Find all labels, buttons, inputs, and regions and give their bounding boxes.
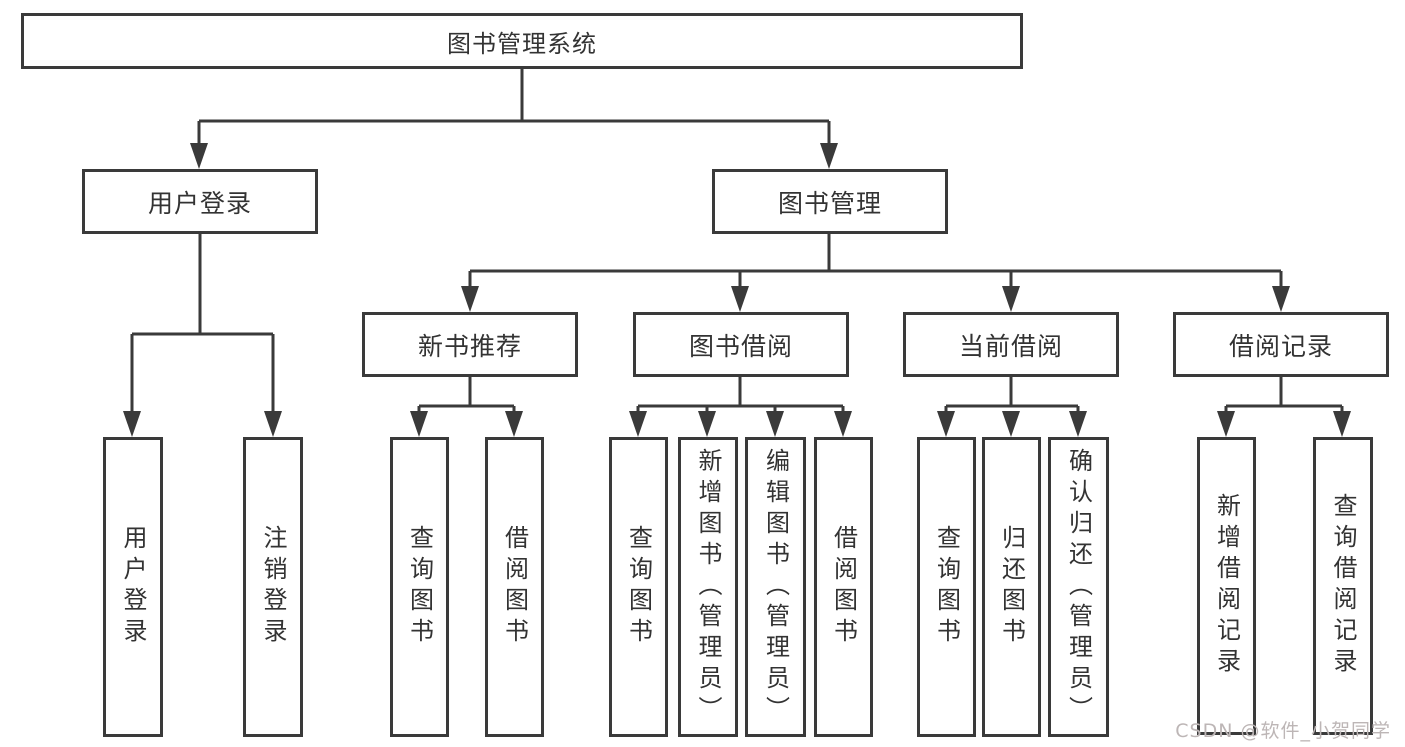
node-label: 查询图书 — [932, 525, 961, 649]
node-label: 编辑图书（管理员） — [761, 447, 790, 727]
node-label: 查询图书 — [405, 525, 434, 649]
leaf-query-borrow-record: 查询借阅记录 — [1313, 437, 1373, 735]
leaf-borrow-books-recommend: 借阅图书 — [485, 437, 544, 737]
leaf-query-books-borrowing: 查询图书 — [609, 437, 668, 737]
node-label: 用户登录 — [119, 525, 147, 649]
leaf-add-borrow-record: 新增借阅记录 — [1197, 437, 1256, 735]
leaf-logout: 注销登录 — [243, 437, 303, 737]
leaf-query-books-current: 查询图书 — [917, 437, 976, 737]
arrowheads — [123, 143, 1351, 437]
node-book-management: 图书管理 — [712, 169, 948, 234]
leaf-add-books-admin: 新增图书（管理员） — [678, 437, 738, 737]
node-label: 图书借阅 — [688, 331, 793, 361]
node-label: 借阅图书 — [829, 525, 858, 649]
leaf-user-login: 用户登录 — [103, 437, 163, 737]
leaf-query-books-recommend: 查询图书 — [390, 437, 449, 737]
leaf-edit-books-admin: 编辑图书（管理员） — [745, 437, 806, 737]
node-label: 借阅记录 — [1228, 331, 1333, 361]
node-current-borrowing: 当前借阅 — [903, 312, 1119, 377]
node-label: 归还图书 — [997, 525, 1026, 649]
node-user-login: 用户登录 — [82, 169, 318, 234]
node-label: 注销登录 — [259, 525, 287, 649]
leaf-borrow-books: 借阅图书 — [814, 437, 873, 737]
node-new-book-recommend: 新书推荐 — [362, 312, 578, 377]
node-book-borrowing: 图书借阅 — [633, 312, 849, 377]
node-label: 新增图书（管理员） — [694, 447, 722, 727]
leaf-confirm-return-admin: 确认归还（管理员） — [1048, 437, 1109, 737]
node-label: 新增借阅记录 — [1212, 493, 1241, 679]
node-label: 当前借阅 — [958, 331, 1063, 361]
node-library-system: 图书管理系统 — [21, 13, 1023, 69]
node-label: 查询图书 — [624, 525, 653, 649]
node-label: 借阅图书 — [500, 525, 529, 649]
leaf-return-books: 归还图书 — [982, 437, 1041, 737]
node-borrowing-records: 借阅记录 — [1173, 312, 1389, 377]
node-label: 图书管理系统 — [447, 29, 597, 58]
node-label: 确认归还（管理员） — [1064, 447, 1093, 727]
node-label: 用户登录 — [147, 188, 252, 218]
node-label: 图书管理 — [777, 188, 882, 218]
node-label: 查询借阅记录 — [1329, 493, 1357, 679]
node-label: 新书推荐 — [417, 331, 522, 361]
watermark-text: CSDN @软件_小贺同学 — [1175, 720, 1391, 742]
